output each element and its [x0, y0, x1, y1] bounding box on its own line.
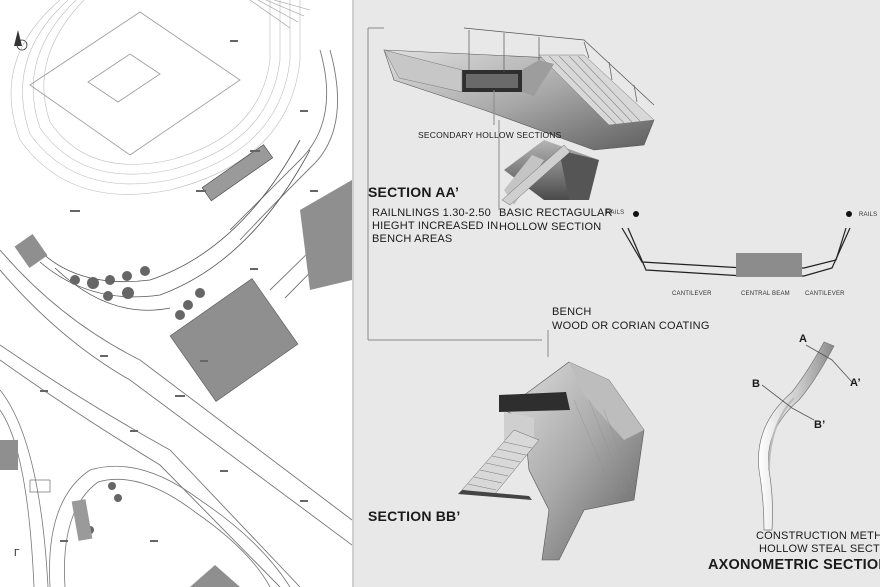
lower-loop — [49, 465, 291, 587]
building-right — [300, 180, 352, 290]
note-bench-1: BENCH — [552, 306, 592, 318]
note-basic-2: HOLLOW SECTION — [499, 221, 602, 233]
title-section-aa: SECTION AA’ — [368, 184, 460, 200]
marker-b-prime: B’ — [814, 419, 826, 431]
stand-stripes — [249, 0, 311, 29]
annotations — [40, 40, 318, 542]
rail-dot-left — [633, 211, 639, 217]
note-railings-3: BENCH AREAS — [372, 233, 453, 245]
note-bench-2: WOOD OR CORIAN COATING — [552, 320, 710, 332]
panel-divider — [352, 0, 354, 587]
title-section-bb: SECTION BB’ — [368, 508, 461, 524]
label-rails-left: RAILS — [606, 210, 625, 216]
stadium-track — [10, 0, 301, 195]
label-cantilever-left: CANTILEVER — [672, 291, 712, 297]
leader-lines-aa — [367, 27, 549, 357]
section-aa-render — [383, 27, 655, 206]
note-construction-2: HOLLOW STEAL SECTION — [759, 543, 880, 555]
sections-panel: SECONDARY HOLLOW SECTIONS SECTION AA’ RA… — [354, 0, 880, 587]
bridge-deck — [201, 144, 274, 202]
central-beam-block — [736, 253, 802, 277]
building-small — [14, 234, 48, 268]
building-left — [0, 440, 18, 470]
site-plan-drawing — [0, 0, 352, 587]
bridge-path — [29, 139, 311, 311]
building-large — [169, 278, 299, 402]
note-basic-1: BASIC RECTAGULAR — [499, 207, 613, 219]
label-secondary-hollow: SECONDARY HOLLOW SECTIONS — [418, 130, 562, 140]
label-cantilever-right: CANTILEVER — [805, 291, 845, 297]
marker-a-prime: A’ — [850, 377, 861, 389]
label-central-beam: CENTRAL BEAM — [741, 291, 790, 297]
rail-dot-right — [846, 211, 852, 217]
axonometric-tube — [758, 341, 853, 531]
roads — [0, 49, 352, 587]
title-axonometric: AXONOMETRIC SECTIONS — [708, 557, 880, 573]
note-railings-2: HIEGHT INCREASED IN — [372, 220, 499, 232]
football-pitch — [29, 11, 241, 156]
note-railings-1: RAILNLINGS 1.30-2.50 — [372, 207, 491, 219]
marker-a: A — [799, 333, 808, 345]
site-plan: Γ — [0, 0, 352, 587]
label-rails-right: RAILS — [859, 212, 878, 218]
north-arrow-icon — [14, 30, 28, 51]
note-construction-1: CONSTRUCTION METHOD — [756, 530, 880, 542]
section-bb-render — [458, 361, 645, 561]
trees — [70, 266, 205, 534]
corner-mark: Γ — [14, 548, 20, 559]
sections-drawing — [367, 27, 853, 561]
marker-b: B — [752, 378, 761, 390]
